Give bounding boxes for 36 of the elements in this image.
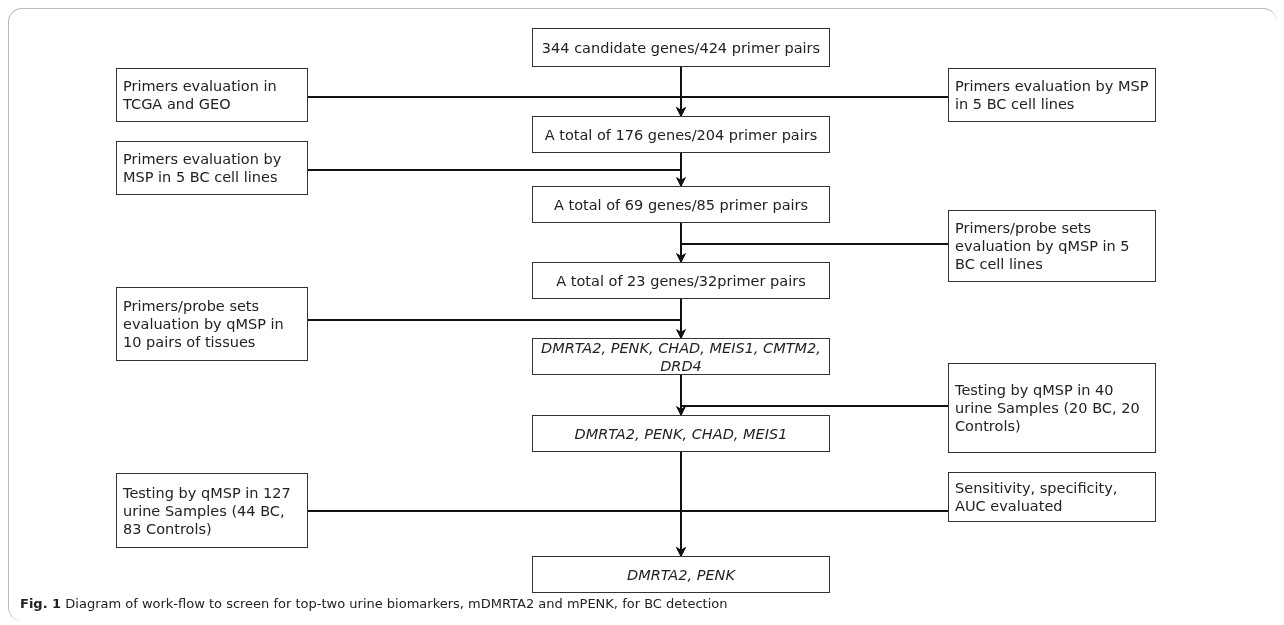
arrow xyxy=(676,510,949,557)
step-box xyxy=(116,287,308,361)
box-text: Primers/probe sets evaluation by qMSP in 10 pairs of tissues xyxy=(122,297,285,351)
box-text: Primers evaluation by MSP in 5 BC cell lines xyxy=(122,150,283,186)
arrow xyxy=(307,169,686,187)
step-box xyxy=(948,210,1156,282)
process-box xyxy=(532,556,830,593)
box-text: Testing by qMSP in 127 urine Samples (44 BC, 83 Controls) xyxy=(122,483,292,538)
process-box xyxy=(532,262,830,299)
step-box xyxy=(116,473,308,548)
step-box xyxy=(116,68,308,122)
step-box xyxy=(948,472,1156,522)
arrow xyxy=(676,96,949,117)
box-text: Testing by qMSP in 40 urine Samples (20 BC, 20 Controls) xyxy=(954,381,1141,435)
process-box xyxy=(532,415,830,452)
step-box xyxy=(116,141,308,195)
step-box xyxy=(948,363,1156,453)
box-text: Primers evaluation in TCGA and GEO xyxy=(122,77,278,113)
box-text: Primers/probe sets evaluation by qMSP in 5 BC cell lines xyxy=(954,219,1131,273)
step-box xyxy=(948,68,1156,122)
process-box xyxy=(532,116,830,153)
gene-list: DMRTA2, PENK, CHAD, MEIS1 xyxy=(533,424,829,443)
arrow xyxy=(676,405,949,416)
box-text: A total of 23 genes/32primer pairs xyxy=(555,271,807,290)
box-text: Sensitivity, specificity, AUC evaluated xyxy=(954,479,1119,515)
arrow xyxy=(676,243,949,263)
box-text: 344 candidate genes/424 primer pairs xyxy=(540,38,822,57)
gene-list: DMRTA2, PENK, CHAD, MEIS1, CMTM2, DRD4 xyxy=(533,338,829,375)
process-box xyxy=(532,186,830,223)
process-box xyxy=(532,28,830,67)
gene-list: DMRTA2, PENK xyxy=(533,565,829,584)
box-text: A total of 69 genes/85 primer pairs xyxy=(552,195,810,214)
box-text: A total of 176 genes/204 primer pairs xyxy=(543,125,819,144)
box-text: Primers evaluation by MSP in 5 BC cell lines xyxy=(954,77,1150,113)
figure-caption: Fig. 1 Diagram of work-flow to screen for top-two urine biomarkers, mDMRTA2 and mPENK, for BC detection xyxy=(20,596,728,611)
arrow xyxy=(307,319,686,339)
